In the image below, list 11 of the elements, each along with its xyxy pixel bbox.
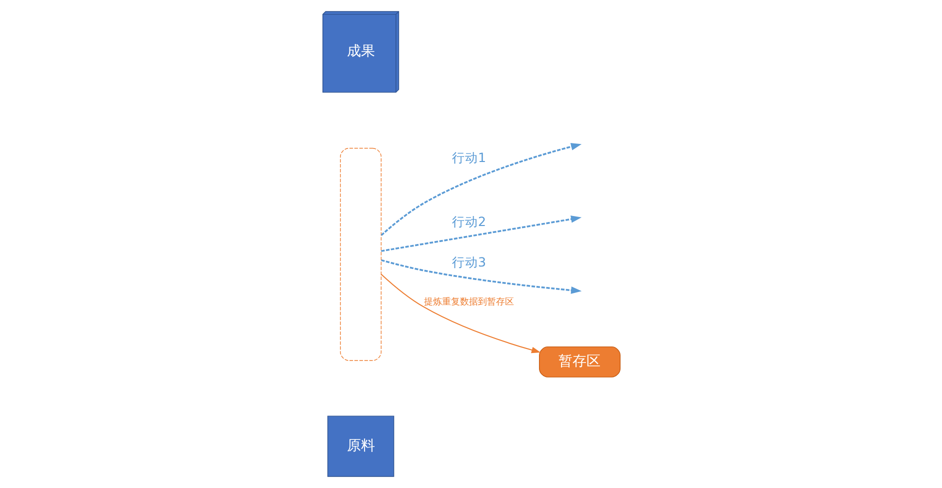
edge-label: 行动1 bbox=[452, 150, 486, 165]
arrow bbox=[380, 259, 582, 294]
edge-label: 提炼重复数据到暂存区 bbox=[424, 298, 514, 308]
arrow bbox=[380, 216, 582, 252]
node-box bbox=[340, 148, 382, 361]
node-box: 暂存区 bbox=[538, 346, 620, 378]
arrow bbox=[380, 274, 540, 354]
arrow bbox=[380, 143, 582, 236]
node-box: 原料 bbox=[326, 416, 394, 477]
edge-label: 行动3 bbox=[452, 254, 486, 270]
edge-label: 行动2 bbox=[452, 214, 486, 229]
